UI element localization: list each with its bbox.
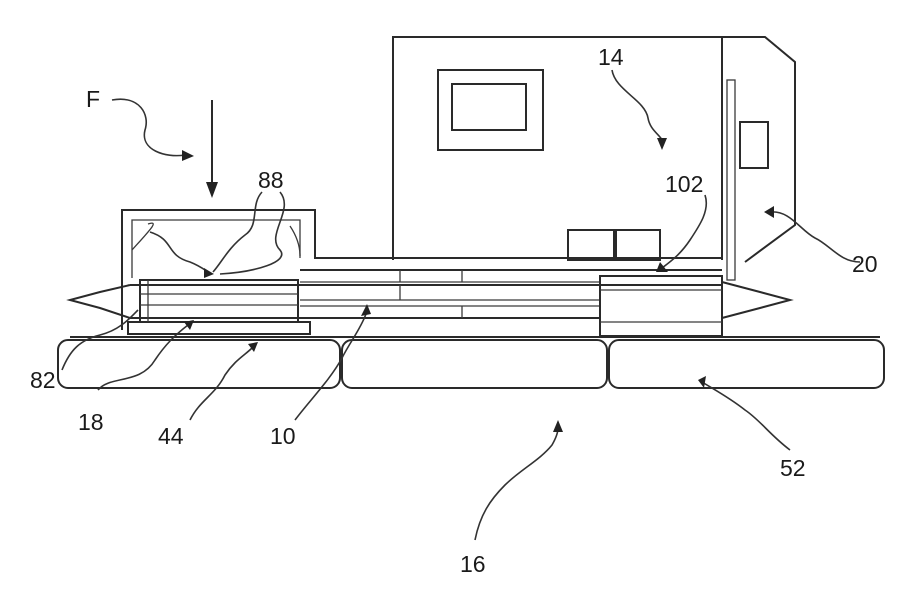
label-20: 20 (852, 251, 878, 277)
carrier-82 (128, 280, 310, 334)
leader-F (112, 99, 185, 155)
label-88: 88 (258, 167, 284, 193)
housing-14 (393, 37, 795, 280)
leader-10 (295, 314, 366, 420)
leader-20 (770, 212, 860, 262)
label-force: F (86, 86, 100, 112)
leader-16 (475, 428, 558, 540)
label-14: 14 (598, 44, 624, 70)
label-82: 82 (30, 367, 56, 393)
leader-52 (702, 382, 790, 450)
leader-44 (190, 348, 252, 420)
label-18: 18 (78, 409, 104, 435)
label-52: 52 (780, 455, 806, 481)
bed-16 (58, 337, 884, 388)
leader-88b (220, 192, 284, 274)
label-10: 10 (270, 423, 296, 449)
leader-88c (150, 232, 208, 272)
leader-88a (213, 192, 262, 272)
label-44: 44 (158, 423, 184, 449)
force-arrow (206, 100, 218, 198)
shaft-10 (70, 276, 790, 336)
label-16: 16 (460, 551, 486, 577)
label-102: 102 (665, 171, 703, 197)
leader-14 (612, 70, 662, 140)
